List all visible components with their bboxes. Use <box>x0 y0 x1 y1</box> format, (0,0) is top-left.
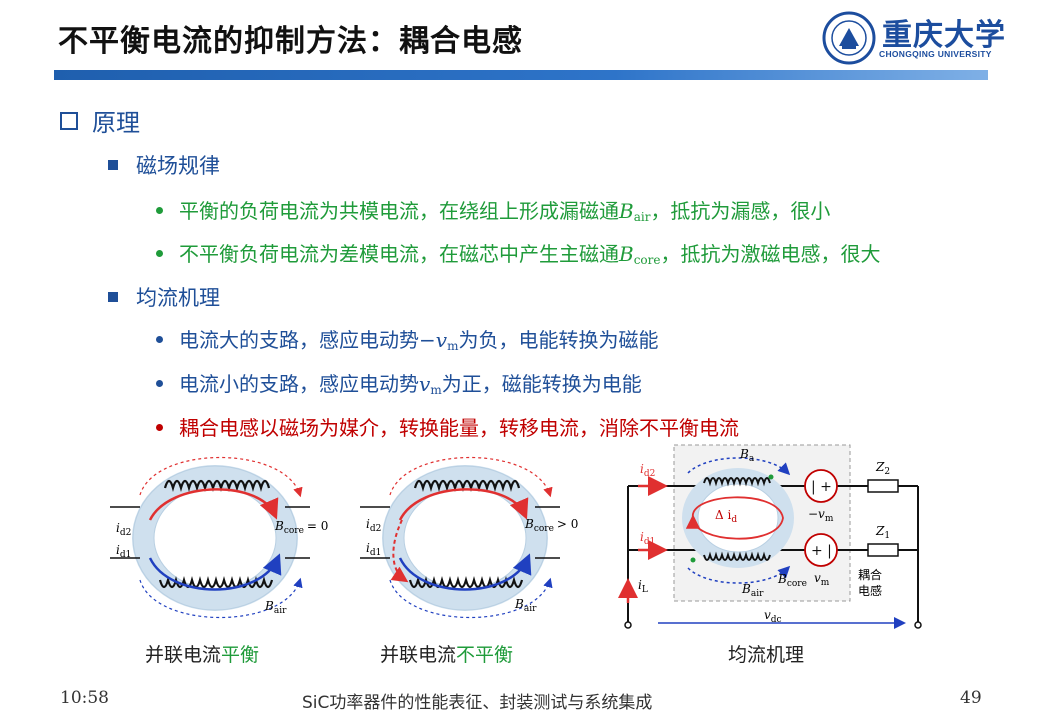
bullet-text: ，抵抗为激磁电感，很大 <box>660 242 881 266</box>
label-vdc: vdc <box>764 608 782 625</box>
square-bullet-icon <box>108 160 118 170</box>
footer-time: 10:58 <box>60 688 109 708</box>
label-id2: id2 <box>366 517 381 534</box>
bullet-coupled-inductor: 耦合电感以磁场为媒介，转换能量，转移电流，消除不平衡电流 <box>156 412 739 441</box>
math-subscript: m <box>430 383 442 397</box>
footer-page-number: 49 <box>960 688 982 708</box>
section-heading: 原理 <box>60 103 140 138</box>
square-bullet-icon <box>108 292 118 302</box>
caption-balanced: 并联电流平衡 <box>145 640 259 667</box>
math-subscript: air <box>633 210 651 224</box>
dot-bullet-icon <box>156 424 163 431</box>
caption-highlight: 不平衡 <box>456 644 514 666</box>
figure-unbalanced-toroid: id2 id1 Bcore> 0 Bair <box>360 456 578 619</box>
math-symbol: B <box>619 242 634 266</box>
subheading-magnetic-law: 磁场规律 <box>108 150 220 180</box>
label-z1: Z1 <box>875 524 890 541</box>
label-bcore: Bcore= 0 <box>274 519 328 536</box>
bullet-text: 为负，电能转换为磁能 <box>458 328 659 352</box>
figure-current-sharing-circuit: | + + | id2 id1 iL Δ id Ba Bcore Bair −v… <box>618 444 922 629</box>
bullet-small-branch: 电流小的支路，感应电动势vm为正，磁能转换为电能 <box>156 368 642 397</box>
university-name-cn: 重庆大学 <box>882 18 1006 53</box>
math-symbol: v <box>419 372 431 396</box>
label-coupled-1: 耦合 <box>858 567 882 582</box>
university-logo <box>822 11 876 65</box>
dot-bullet-icon <box>156 380 163 387</box>
bullet-text: 平衡的负荷电流为共模电流，在绕组上形成漏磁通 <box>179 199 619 223</box>
bullet-large-branch: 电流大的支路，感应电动势−vm为负，电能转换为磁能 <box>156 324 658 353</box>
label-vm-neg: −vm <box>808 507 834 524</box>
section-label: 原理 <box>92 109 140 137</box>
label-bair: Bair <box>264 599 287 616</box>
label-id1: id1 <box>116 543 131 560</box>
label-bcore: Bcore <box>777 572 807 589</box>
math-subscript: m <box>447 339 459 353</box>
bullet-text: 耦合电感以磁场为媒介，转换能量，转移电流，消除不平衡电流 <box>179 416 739 440</box>
subheading-label: 均流机理 <box>136 286 220 310</box>
math-symbol: −v <box>419 328 448 352</box>
caption-unbalanced: 并联电流不平衡 <box>380 640 513 667</box>
dot-bullet-icon <box>156 250 163 257</box>
checkbox-bullet-icon <box>60 112 78 130</box>
label-delta-id: Δ id <box>715 508 737 525</box>
math-subscript: core <box>633 253 661 267</box>
figure-balanced-toroid: id2 id1 Bcore= 0 Bair <box>110 456 328 619</box>
title-underline <box>54 70 988 80</box>
bullet-unbalanced: 不平衡负荷电流为差模电流，在磁芯中产生主磁通Bcore，抵抗为激磁电感，很大 <box>156 238 881 267</box>
label-il: iL <box>638 578 648 595</box>
bullet-text: 不平衡负荷电流为差模电流，在磁芯中产生主磁通 <box>179 242 619 266</box>
bullet-balanced: 平衡的负荷电流为共模电流，在绕组上形成漏磁通Bair，抵抗为漏感，很小 <box>156 195 830 224</box>
label-id2: id2 <box>116 521 131 538</box>
label-vm: vm <box>814 571 830 588</box>
footer-course: SiC功率器件的性能表征、封装测试与系统集成 <box>302 693 653 713</box>
caption-mechanism: 均流机理 <box>728 644 805 666</box>
bullet-text: 电流小的支路，感应电动势 <box>179 372 419 396</box>
svg-text:| +: | + <box>811 479 832 495</box>
svg-text:+ |: + | <box>811 543 832 559</box>
bullet-text: 为正，磁能转换为电能 <box>441 372 642 396</box>
label-id1: id1 <box>366 541 381 558</box>
label-bcore: Bcore> 0 <box>524 517 578 534</box>
label-id1: id1 <box>640 530 655 547</box>
math-symbol: B <box>619 199 634 223</box>
dot-bullet-icon <box>156 336 163 343</box>
caption-text: 并联电流 <box>145 644 222 666</box>
label-bair: Bair <box>514 597 537 614</box>
university-name-en: CHONGQING UNIVERSITY <box>879 49 992 59</box>
page-title: 不平衡电流的抑制方法：耦合电感 <box>58 24 523 59</box>
caption-text: 并联电流 <box>380 644 457 666</box>
bullet-text: ，抵抗为漏感，很小 <box>650 199 831 223</box>
subheading-label: 磁场规律 <box>136 154 220 178</box>
label-coupled-2: 电感 <box>858 583 882 598</box>
bullet-text: 电流大的支路，感应电动势 <box>179 328 419 352</box>
label-z2: Z2 <box>875 460 890 477</box>
subheading-current-sharing: 均流机理 <box>108 282 220 312</box>
label-ba: Ba <box>739 447 755 464</box>
dot-bullet-icon <box>156 207 163 214</box>
label-bair: Bair <box>741 582 764 599</box>
caption-highlight: 平衡 <box>221 644 260 666</box>
label-id2: id2 <box>640 462 655 479</box>
